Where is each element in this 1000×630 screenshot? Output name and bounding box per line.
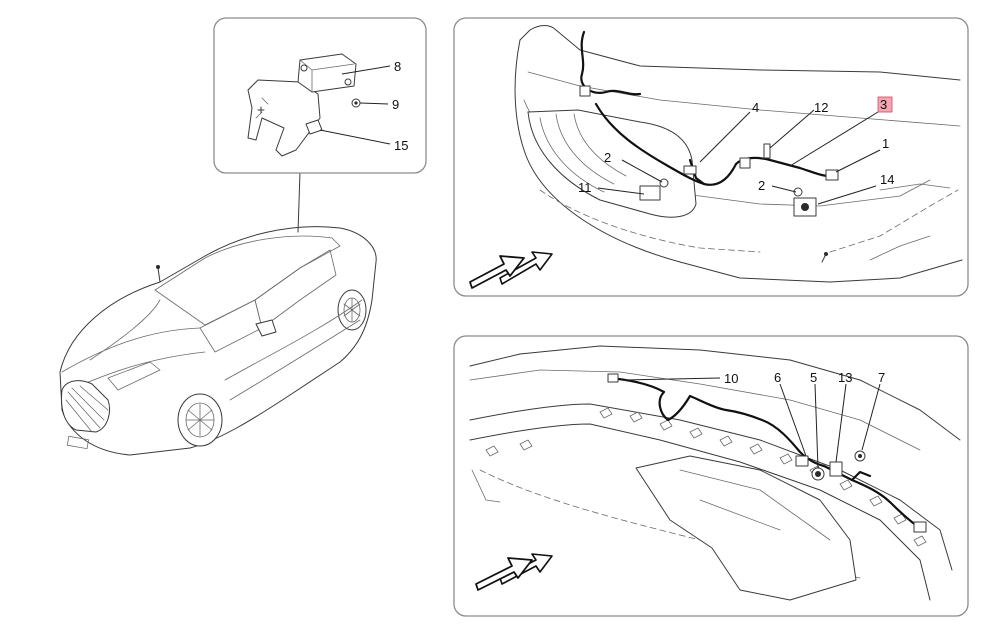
callout-7: 7 bbox=[878, 370, 885, 385]
callout-13: 13 bbox=[838, 370, 852, 385]
callout-14: 14 bbox=[880, 172, 894, 187]
callout-4: 4 bbox=[752, 100, 759, 115]
callout-2-upper: 2 bbox=[604, 150, 611, 165]
front-panel-frame bbox=[453, 17, 969, 297]
callout-9: 9 bbox=[392, 97, 399, 112]
front-bumper-panel: 4 12 3 1 2 2 11 14 bbox=[453, 17, 969, 297]
leader-9 bbox=[359, 102, 389, 105]
leader-15 bbox=[319, 129, 391, 145]
rear-bumper-panel: 10 6 5 13 7 bbox=[453, 335, 969, 617]
callout-5: 5 bbox=[810, 370, 817, 385]
callout-6: 6 bbox=[774, 370, 781, 385]
callout-10: 10 bbox=[724, 371, 738, 386]
callout-15: 15 bbox=[394, 138, 408, 153]
callout-11: 11 bbox=[578, 180, 592, 195]
inset-panel: 8 9 15 bbox=[213, 17, 427, 174]
inset-connector-line bbox=[297, 171, 301, 233]
rear-direction-arrow-icon bbox=[475, 553, 553, 591]
car-overview bbox=[59, 171, 377, 456]
callout-1: 1 bbox=[882, 136, 889, 151]
callout-3-highlight bbox=[877, 96, 893, 113]
callout-8: 8 bbox=[394, 59, 401, 74]
leader-8 bbox=[341, 65, 391, 75]
callout-3: 3 bbox=[880, 97, 887, 112]
callout-12: 12 bbox=[814, 100, 828, 115]
callout-2-lower: 2 bbox=[758, 178, 765, 193]
front-direction-arrow-icon bbox=[469, 251, 553, 289]
inset-panel-frame bbox=[213, 17, 427, 174]
